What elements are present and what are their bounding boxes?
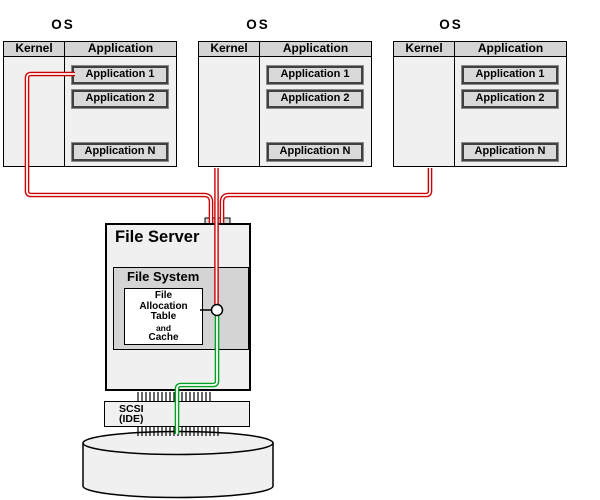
scsi-ide-box: SCSI (IDE) [104, 401, 250, 427]
kernel-column-header: Kernel [405, 41, 443, 55]
application-1-box: Application 1 [461, 64, 559, 85]
os-header-row: Kernel Application [199, 42, 371, 57]
fat-line: Table [150, 311, 177, 322]
kernel-column-header: Kernel [15, 41, 53, 55]
os-body: Application 1 Application 2 Application … [199, 56, 371, 167]
wire-os3-red [219, 168, 433, 223]
application-n-box: Application N [71, 141, 169, 162]
scsi-label: SCSI [119, 403, 144, 415]
os-title: OS [51, 17, 75, 32]
kernel-column-header: Kernel [210, 41, 248, 55]
application-2-box: Application 2 [266, 88, 364, 109]
kernel-column [4, 56, 65, 167]
ribbon-pins-bottom [137, 427, 219, 436]
os-header-row: Kernel Application [394, 42, 566, 57]
application-column-header: Application [477, 41, 544, 55]
os-title: OS [439, 17, 463, 32]
application-2-box: Application 2 [71, 88, 169, 109]
fat-line: Allocation [139, 300, 188, 312]
kernel-column [199, 56, 260, 167]
os-body: Application 1 Application 2 Application … [394, 56, 566, 167]
disk-cylinder [82, 430, 274, 499]
application-2-box: Application 2 [461, 88, 559, 109]
fat-line: and [155, 322, 172, 333]
os-body: Application 1 Application 2 Application … [4, 56, 176, 167]
application-1-box: Application 1 [71, 64, 169, 85]
application-n-box: Application N [461, 141, 559, 162]
application-column-header: Application [282, 41, 349, 55]
ide-label: (IDE) [119, 412, 144, 425]
file-server-title: File Server [115, 228, 200, 246]
application-1-box: Application 1 [266, 64, 364, 85]
kernel-column [394, 56, 455, 167]
os-block: Kernel Application Application 1 Applica… [198, 41, 372, 167]
ribbon-pins-top [137, 392, 211, 401]
file-system-box: File System File Allocation Table and Ca… [113, 267, 249, 350]
file-server-box: File Server File System File Allocation … [105, 223, 251, 391]
application-n-box: Application N [266, 141, 364, 162]
file-system-title: File System [127, 269, 200, 284]
os-header-row: Kernel Application [4, 42, 176, 57]
fat-line: File [154, 290, 173, 301]
file-allocation-table-box: File Allocation Table and Cache [124, 288, 203, 345]
application-column: Application 1 Application 2 Application … [260, 57, 371, 167]
os-block: Kernel Application Application 1 Applica… [3, 41, 177, 167]
application-column-header: Application [87, 41, 154, 55]
application-column: Application 1 Application 2 Application … [455, 57, 566, 167]
fat-line: Cache [148, 332, 179, 343]
os-block: Kernel Application Application 1 Applica… [393, 41, 567, 167]
os-title: OS [246, 17, 270, 32]
application-column: Application 1 Application 2 Application … [65, 57, 176, 167]
